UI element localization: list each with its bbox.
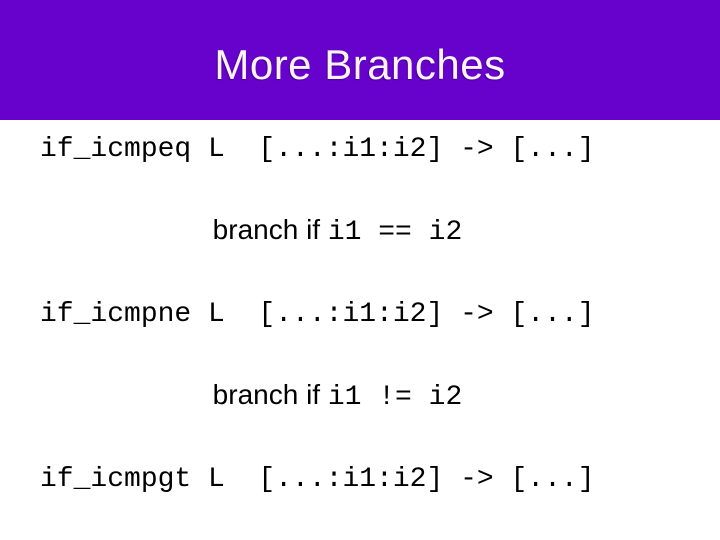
title-bar: More Branches [0,0,720,120]
instruction-description: branch if i1 != i2 [40,335,720,460]
instruction-block: if_icmpeq L [...:i1:i2] -> [...] branch … [40,130,720,295]
branch-condition: i1 != i2 [327,382,463,413]
instruction-signature: if_icmpeq L [...:i1:i2] -> [...] [40,134,595,165]
instruction-description: branch if i1 == i2 [40,170,720,295]
instruction-description: branch if i1 > i2 [40,500,720,540]
branch-prefix: branch if [212,214,328,245]
instruction-list: if_icmpeq L [...:i1:i2] -> [...] branch … [40,130,720,540]
branch-condition: i1 == i2 [327,217,463,248]
slide-title: More Branches [214,41,506,88]
slide-body: if_icmpeq L [...:i1:i2] -> [...] branch … [0,120,720,540]
instruction-block: if_icmpne L [...:i1:i2] -> [...] branch … [40,295,720,460]
branch-prefix: branch if [212,379,328,410]
instruction-signature: if_icmpgt L [...:i1:i2] -> [...] [40,464,595,495]
instruction-block: if_icmpgt L [...:i1:i2] -> [...] branch … [40,460,720,540]
instruction-signature: if_icmpne L [...:i1:i2] -> [...] [40,299,595,330]
